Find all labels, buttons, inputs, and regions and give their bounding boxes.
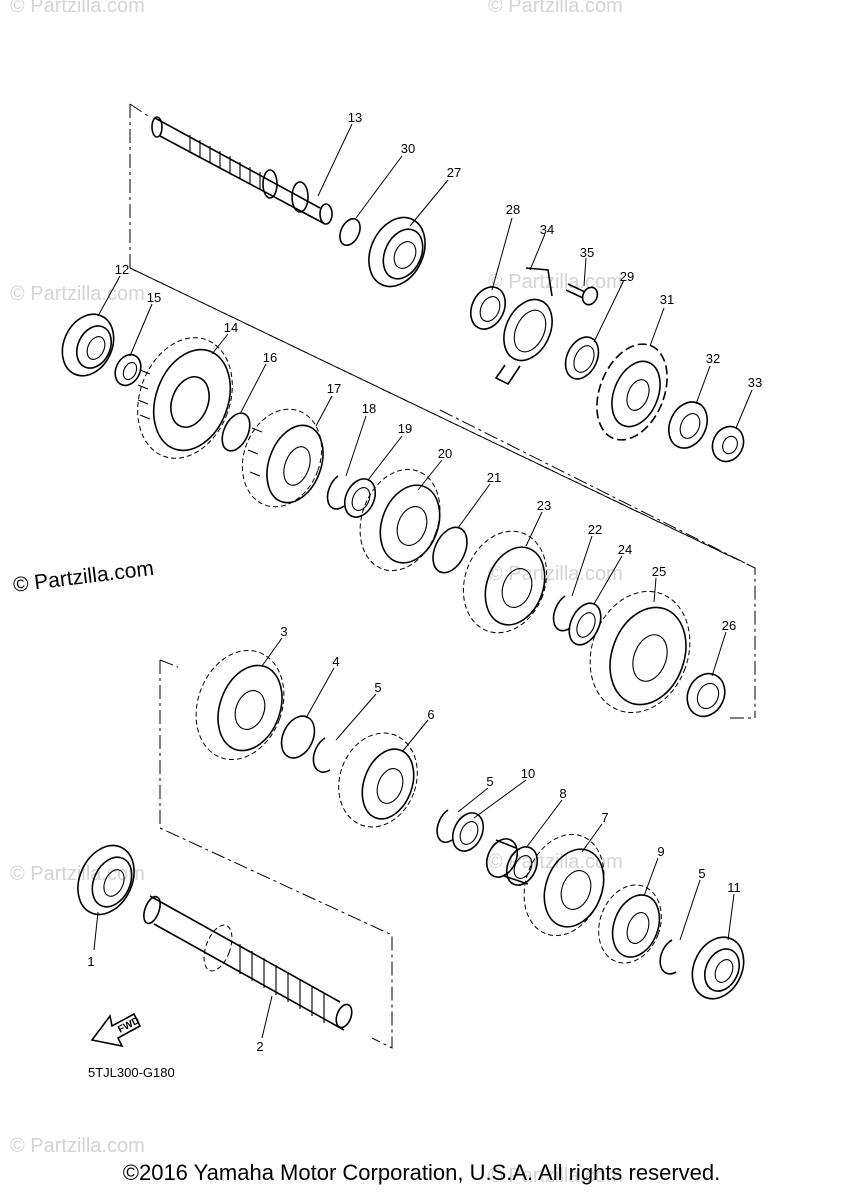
callout-22: 22	[588, 522, 602, 537]
part-10-washer	[451, 812, 485, 852]
part-7-gear	[523, 833, 605, 937]
part-21-washer	[432, 526, 468, 574]
part-11-bearing	[691, 936, 745, 1000]
part-5-circlip-middle	[436, 809, 453, 844]
callout-numbers: 13 30 27 28 34 35 29 31 32 33 12 15 14 1…	[87, 110, 762, 1054]
callout-34: 34	[540, 222, 554, 237]
callout-29: 29	[620, 269, 634, 284]
fwd-arrow-icon: FWD	[90, 1012, 142, 1048]
part-5-circlip-upper	[312, 737, 331, 773]
watermark-right-upper: © Partzilla.com	[488, 271, 623, 293]
part-32-lock-washer	[667, 401, 709, 449]
callout-7: 7	[601, 810, 608, 825]
callout-12: 12	[115, 262, 129, 277]
callout-5-lower: 5	[698, 866, 705, 881]
part-9-gear	[598, 884, 662, 964]
part-29-lock-washer	[564, 336, 600, 380]
callout-35: 35	[580, 245, 594, 260]
part-6-gear	[338, 732, 418, 828]
part-23-gear	[462, 530, 548, 634]
callout-5-middle: 5	[486, 774, 493, 789]
callout-14: 14	[224, 320, 238, 335]
callout-20: 20	[438, 446, 452, 461]
watermark-bottom-left: © Partzilla.com	[10, 1135, 145, 1157]
lower-assembly-frame	[159, 659, 393, 1049]
part-20-gear	[359, 468, 441, 572]
part-13-main-axle	[151, 116, 333, 225]
part-27-bearing	[368, 216, 426, 288]
part-31-drive-sprocket	[596, 343, 668, 441]
callout-24: 24	[618, 542, 632, 557]
callout-17: 17	[327, 381, 341, 396]
callout-32: 32	[706, 351, 720, 366]
callout-26: 26	[722, 618, 736, 633]
callout-27: 27	[447, 165, 461, 180]
copyright-notice: ©2016 Yamaha Motor Corporation, U.S.A. A…	[122, 1160, 721, 1185]
part-33-nut	[711, 425, 745, 463]
callout-15: 15	[147, 290, 161, 305]
part-4-washer	[280, 715, 316, 759]
watermark-top-left: © Partzilla.com	[10, 0, 145, 17]
watermark-top-center: © Partzilla.com	[488, 0, 623, 17]
callout-2: 2	[256, 1039, 263, 1054]
watermark-main: © Partzilla.com	[12, 557, 155, 597]
callout-3: 3	[280, 624, 287, 639]
callout-5-upper: 5	[374, 680, 381, 695]
part-19-washer	[343, 478, 377, 518]
part-15-collar	[114, 353, 142, 387]
part-8-bushing	[485, 838, 539, 886]
callout-19: 19	[398, 421, 412, 436]
callout-9: 9	[657, 844, 664, 859]
part-5-circlip-lower	[659, 939, 677, 975]
part-1-bearing	[77, 844, 135, 916]
callout-30: 30	[401, 141, 415, 156]
watermarks: © Partzilla.com © Partzilla.com © Partzi…	[10, 0, 623, 1187]
watermark-left-upper: © Partzilla.com	[10, 283, 145, 305]
callout-18: 18	[362, 401, 376, 416]
callout-4: 4	[332, 654, 339, 669]
callout-11: 11	[727, 880, 741, 895]
upper-assembly-frame	[129, 103, 756, 719]
part-2-drive-axle	[143, 895, 353, 1031]
callout-28: 28	[506, 202, 520, 217]
diagram-code: 5TJL300-G180	[88, 1065, 175, 1080]
part-26-bearing	[686, 672, 726, 718]
callout-8: 8	[559, 786, 566, 801]
callout-16: 16	[263, 350, 277, 365]
part-22-circlip	[552, 595, 571, 632]
callout-23: 23	[537, 498, 551, 513]
callout-1: 1	[87, 954, 94, 969]
callout-10: 10	[521, 766, 535, 781]
part-14-gear	[137, 337, 233, 459]
callout-31: 31	[660, 292, 674, 307]
part-35-bolt	[565, 283, 599, 306]
watermark-center: © Partzilla.com	[488, 563, 623, 585]
callout-13: 13	[348, 110, 362, 125]
part-18-circlip	[326, 475, 345, 510]
part-16-washer	[221, 412, 251, 452]
watermark-left-lower: © Partzilla.com	[10, 863, 145, 885]
upper-frame-diagonal	[129, 267, 739, 561]
watermark-bottom-right: © Partzilla.com	[488, 1165, 623, 1187]
part-28-oil-seal	[469, 286, 507, 330]
part-34-plate	[494, 267, 553, 386]
callout-25: 25	[652, 564, 666, 579]
callout-33: 33	[748, 375, 762, 390]
callout-21: 21	[487, 470, 501, 485]
part-25-gear	[589, 590, 691, 714]
part-12-bearing	[61, 313, 115, 377]
part-3-gear	[195, 649, 285, 761]
part-30-o-ring	[339, 217, 361, 247]
callout-leaders	[93, 123, 753, 1039]
callout-6: 6	[427, 707, 434, 722]
part-17-gear	[241, 408, 324, 508]
